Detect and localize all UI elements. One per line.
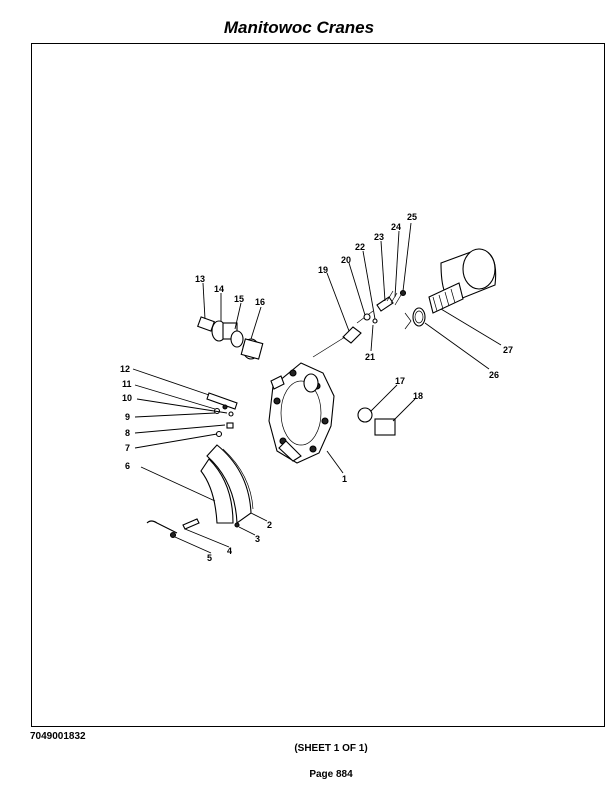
callout-6: 6: [125, 461, 130, 471]
document-number: 7049001832: [30, 731, 86, 742]
return-spring-part: [146, 518, 240, 539]
callout-20: 20: [341, 255, 351, 265]
page-title: Manitowoc Cranes: [223, 18, 375, 37]
callout-12: 12: [120, 364, 130, 374]
leader-lines: [132, 222, 502, 554]
callout-2: 2: [267, 520, 272, 530]
callout-10: 10: [122, 393, 132, 403]
callout-labels: 1 2 3 4 5 6 7 8 9 10 11 12 13 14 15 16 1…: [120, 212, 513, 563]
callout-5: 5: [207, 553, 212, 563]
callout-25: 25: [407, 212, 417, 222]
callout-3: 3: [255, 534, 260, 544]
brake-spider-part: [268, 362, 335, 464]
callout-18: 18: [413, 391, 423, 401]
shoe-hardware-parts: [206, 392, 238, 438]
exploded-parts-diagram: 1 2 3 4 5 6 7 8 9 10 11 12 13 14 15 16 1…: [120, 212, 513, 563]
callout-26: 26: [489, 370, 499, 380]
air-brake-chamber-part: [404, 248, 497, 330]
callout-23: 23: [374, 232, 384, 242]
sheet-label: (SHEET 1 OF 1): [294, 743, 368, 754]
pushrod-clevis-parts: [312, 289, 407, 358]
callout-8: 8: [125, 428, 130, 438]
callout-1: 1: [342, 474, 347, 484]
callout-9: 9: [125, 412, 130, 422]
callout-11: 11: [122, 379, 132, 389]
callout-24: 24: [391, 222, 401, 232]
callout-17: 17: [395, 376, 405, 386]
brake-shoe-part: [200, 444, 254, 525]
callout-22: 22: [355, 242, 365, 252]
callout-4: 4: [227, 546, 232, 556]
callout-13: 13: [195, 274, 205, 284]
callout-27: 27: [503, 345, 513, 355]
callout-16: 16: [255, 297, 265, 307]
callout-19: 19: [318, 265, 328, 275]
callout-7: 7: [125, 443, 130, 453]
camshaft-bushing-parts: [197, 316, 264, 360]
page-number: Page 884: [309, 769, 353, 780]
callout-15: 15: [234, 294, 244, 304]
bushing-seal-parts: [357, 407, 396, 436]
callout-14: 14: [214, 284, 224, 294]
callout-21: 21: [365, 352, 375, 362]
diagram-frame: 1 2 3 4 5 6 7 8 9 10 11 12 13 14 15 16 1…: [31, 43, 605, 727]
